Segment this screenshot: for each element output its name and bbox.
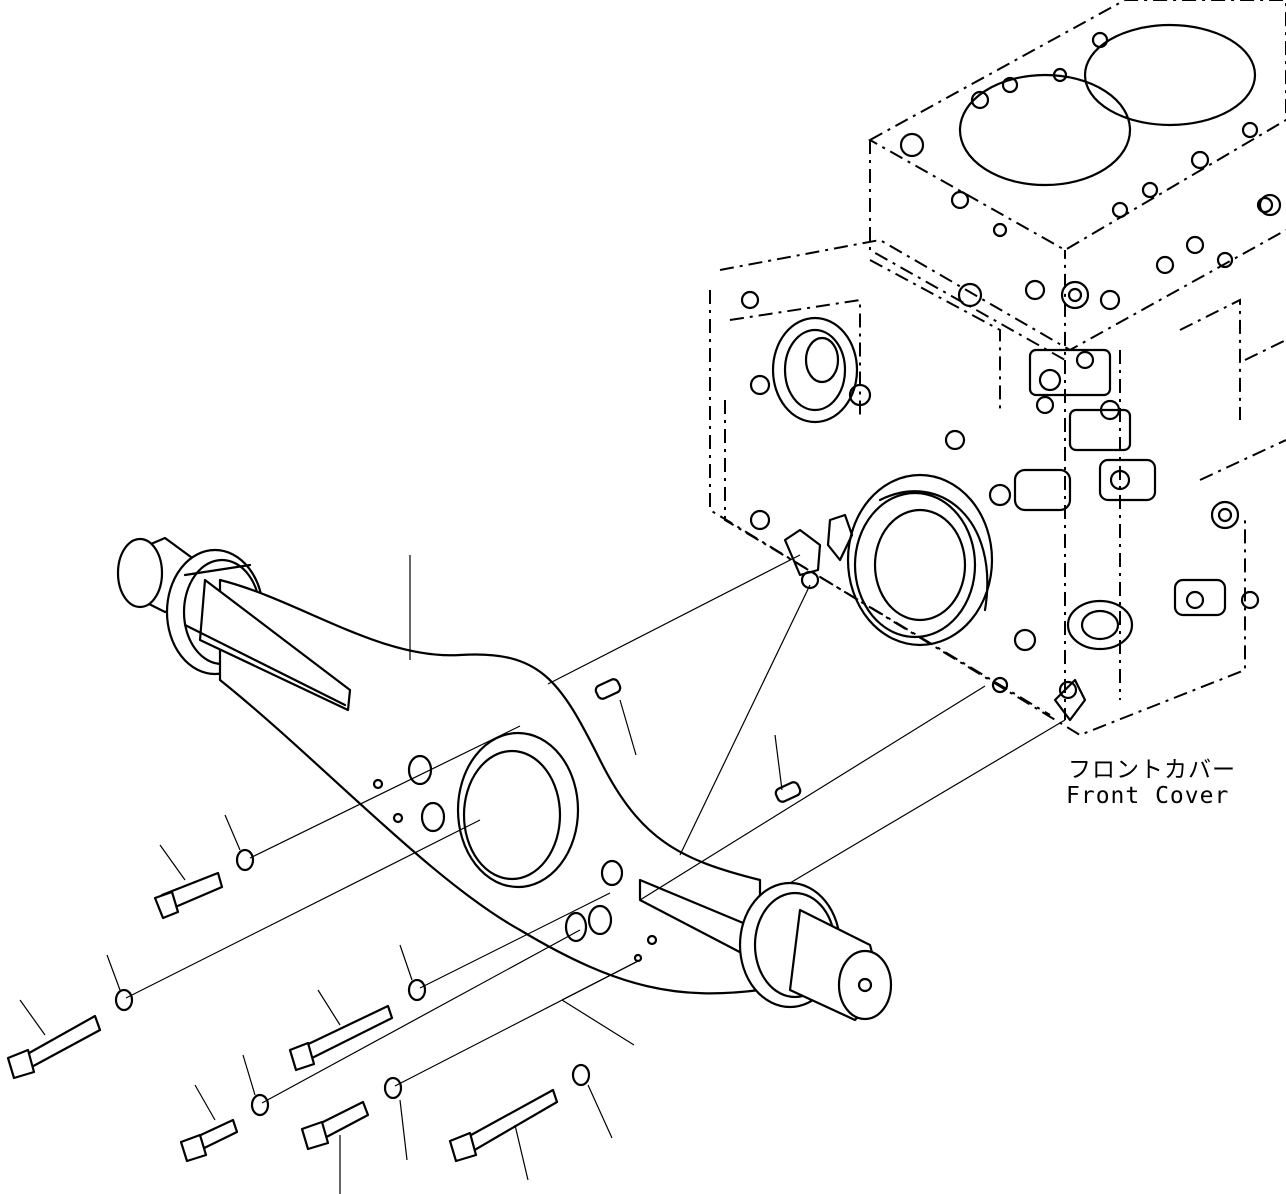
front-cover-label-jp: フロントカバー [1068,757,1236,783]
leader-lines [20,555,1065,1194]
washers [116,850,589,1115]
front-cover-label-en: Front Cover [1066,783,1230,809]
bolts [8,873,557,1161]
dowel-pins [594,678,802,804]
engine-block [710,0,1286,735]
front-support-bracket [118,538,891,1020]
